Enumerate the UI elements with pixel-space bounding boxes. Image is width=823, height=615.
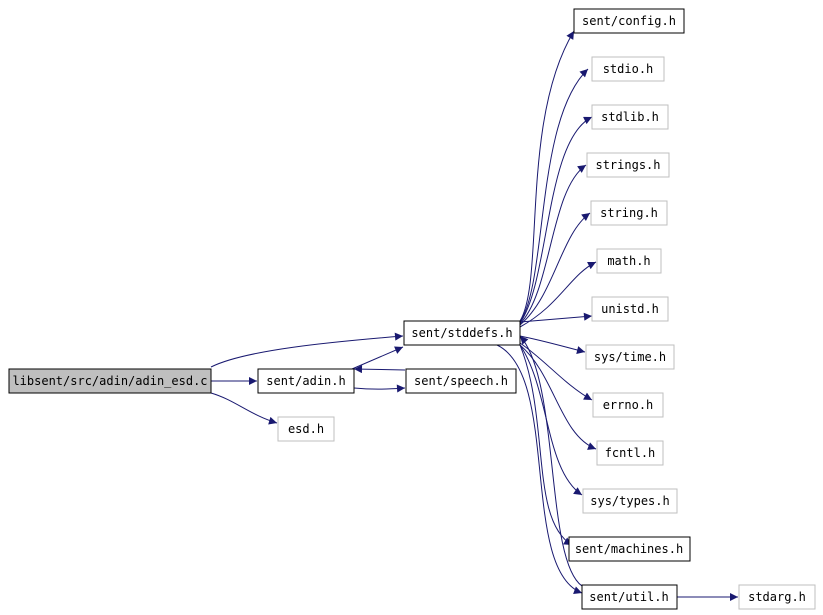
node-esd[interactable]: esd.h xyxy=(277,416,335,442)
node-config[interactable]: sent/config.h xyxy=(573,8,685,34)
edge-util-stddefs xyxy=(519,335,583,587)
nodes: libsent/src/adin/adin_esd.c sent/adin.h … xyxy=(8,8,816,610)
node-systime[interactable]: sys/time.h xyxy=(585,344,675,370)
edge-stddefs-fcntl xyxy=(519,344,597,450)
node-systypes[interactable]: sys/types.h xyxy=(582,488,678,514)
node-errno[interactable]: errno.h xyxy=(592,392,664,418)
node-speech[interactable]: sent/speech.h xyxy=(405,368,517,394)
node-label: sent/util.h xyxy=(589,590,668,604)
node-root[interactable]: libsent/src/adin/adin_esd.c xyxy=(8,368,212,394)
node-label: sent/stddefs.h xyxy=(411,326,512,340)
node-label: sent/config.h xyxy=(582,14,676,28)
edge-stddefs-machines xyxy=(519,344,573,546)
node-fcntl[interactable]: fcntl.h xyxy=(596,440,664,466)
edge-stddefs-util xyxy=(496,344,583,594)
node-label: sent/machines.h xyxy=(575,542,683,556)
edge-stddefs-errno xyxy=(519,342,593,401)
node-label: fcntl.h xyxy=(605,446,656,460)
node-strings[interactable]: strings.h xyxy=(586,152,670,178)
node-machines[interactable]: sent/machines.h xyxy=(568,536,691,562)
edge-stddefs-math xyxy=(519,261,597,328)
node-label: strings.h xyxy=(595,158,660,172)
node-stdio[interactable]: stdio.h xyxy=(591,56,665,82)
edge-adin-speech xyxy=(353,384,406,393)
node-label: math.h xyxy=(607,254,650,268)
node-util[interactable]: sent/util.h xyxy=(581,584,678,610)
node-label: sent/speech.h xyxy=(414,374,508,388)
node-label: sys/types.h xyxy=(590,494,669,508)
node-label: string.h xyxy=(600,206,658,220)
edge-stddefs-systime xyxy=(519,335,586,354)
edge-stddefs-unistd xyxy=(519,312,593,323)
node-stddefs[interactable]: sent/stddefs.h xyxy=(403,320,521,346)
node-unistd[interactable]: unistd.h xyxy=(591,296,669,322)
node-label: stdio.h xyxy=(603,62,654,76)
node-label: libsent/src/adin/adin_esd.c xyxy=(12,374,207,388)
edge-stddefs-stdlib xyxy=(519,116,593,324)
node-label: sys/time.h xyxy=(594,350,666,364)
edge-stddefs-string xyxy=(519,212,591,326)
edge-root-esd xyxy=(210,392,278,425)
node-adin[interactable]: sent/adin.h xyxy=(257,368,355,394)
edge-root-stddefs xyxy=(210,332,404,368)
node-label: unistd.h xyxy=(601,302,659,316)
edge-stddefs-config xyxy=(519,30,575,322)
node-label: stdarg.h xyxy=(748,590,806,604)
edge-adin-stddefs xyxy=(351,346,404,370)
edges xyxy=(210,30,738,601)
node-label: sent/adin.h xyxy=(266,374,345,388)
edge-stddefs-stdio xyxy=(519,68,589,323)
node-label: errno.h xyxy=(603,398,654,412)
node-stdlib[interactable]: stdlib.h xyxy=(591,104,669,130)
node-string[interactable]: string.h xyxy=(590,200,668,226)
edge-speech-adin xyxy=(353,365,406,374)
node-math[interactable]: math.h xyxy=(596,248,662,274)
node-label: stdlib.h xyxy=(601,110,659,124)
edge-stddefs-strings xyxy=(519,164,587,325)
node-label: esd.h xyxy=(288,422,324,436)
edge-stddefs-systypes xyxy=(519,344,583,496)
node-stdarg[interactable]: stdarg.h xyxy=(738,584,816,610)
